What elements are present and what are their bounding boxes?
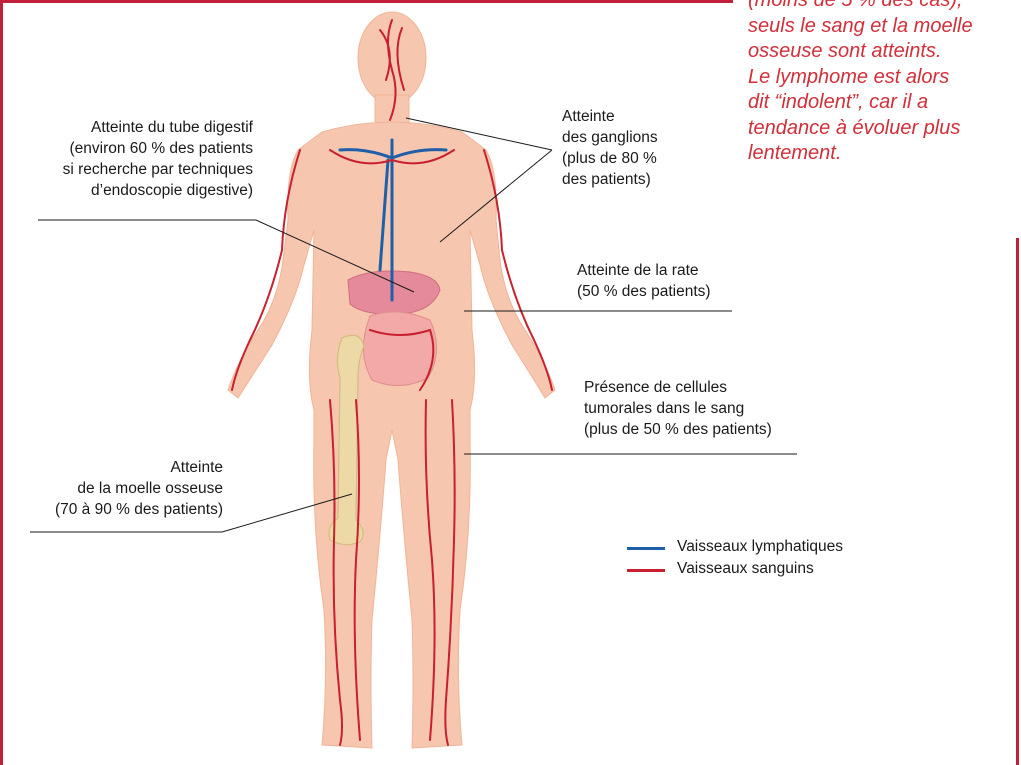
note-line: seuls le sang et la moelle	[748, 14, 1018, 40]
label-line: (plus de 80 %	[562, 148, 658, 169]
label-line: des patients)	[562, 169, 658, 190]
label-line: d’endoscopie digestive)	[28, 180, 253, 201]
label-line: si recherche par techniques	[28, 159, 253, 180]
label-line: Atteinte	[562, 106, 658, 127]
label-line: (50 % des patients)	[577, 281, 711, 302]
label-line: Atteinte	[28, 457, 223, 478]
label-line: Présence de cellules	[584, 377, 772, 398]
legend-blood: Vaisseaux sanguins	[627, 560, 927, 582]
label-line: Atteinte de la rate	[577, 260, 711, 281]
note-line: dit “indolent”, car il a	[748, 90, 1018, 116]
legend-label: Vaisseaux sanguins	[677, 560, 814, 578]
label-sang: Présence de cellules tumorales dans le s…	[584, 377, 772, 440]
note-line: (moins de 5 % des cas),	[748, 0, 1018, 14]
legend-lymphatic: Vaisseaux lymphatiques	[627, 538, 927, 560]
legend-swatch-lymphatic	[627, 547, 665, 550]
label-line: tumorales dans le sang	[584, 398, 772, 419]
label-line: des ganglions	[562, 127, 658, 148]
note-line: osseuse sont atteints.	[748, 39, 1018, 65]
label-digestif: Atteinte du tube digestif (environ 60 % …	[28, 117, 253, 201]
intestines-organ	[363, 312, 436, 386]
label-ganglions: Atteinte des ganglions (plus de 80 % des…	[562, 106, 658, 190]
label-line: (environ 60 % des patients	[28, 138, 253, 159]
note-line: lentement.	[748, 141, 1018, 167]
note-line: Le lymphome est alors	[748, 65, 1018, 91]
legend-label: Vaisseaux lymphatiques	[677, 538, 843, 556]
indolent-note: (moins de 5 % des cas), seuls le sang et…	[748, 0, 1018, 167]
label-moelle: Atteinte de la moelle osseuse (70 à 90 %…	[28, 457, 223, 520]
note-line: tendance à évoluer plus	[748, 116, 1018, 142]
legend-swatch-blood	[627, 569, 665, 572]
label-line: (plus de 50 % des patients)	[584, 419, 772, 440]
label-line: de la moelle osseuse	[28, 478, 223, 499]
label-line: Atteinte du tube digestif	[28, 117, 253, 138]
label-rate: Atteinte de la rate (50 % des patients)	[577, 260, 711, 302]
label-line: (70 à 90 % des patients)	[28, 499, 223, 520]
